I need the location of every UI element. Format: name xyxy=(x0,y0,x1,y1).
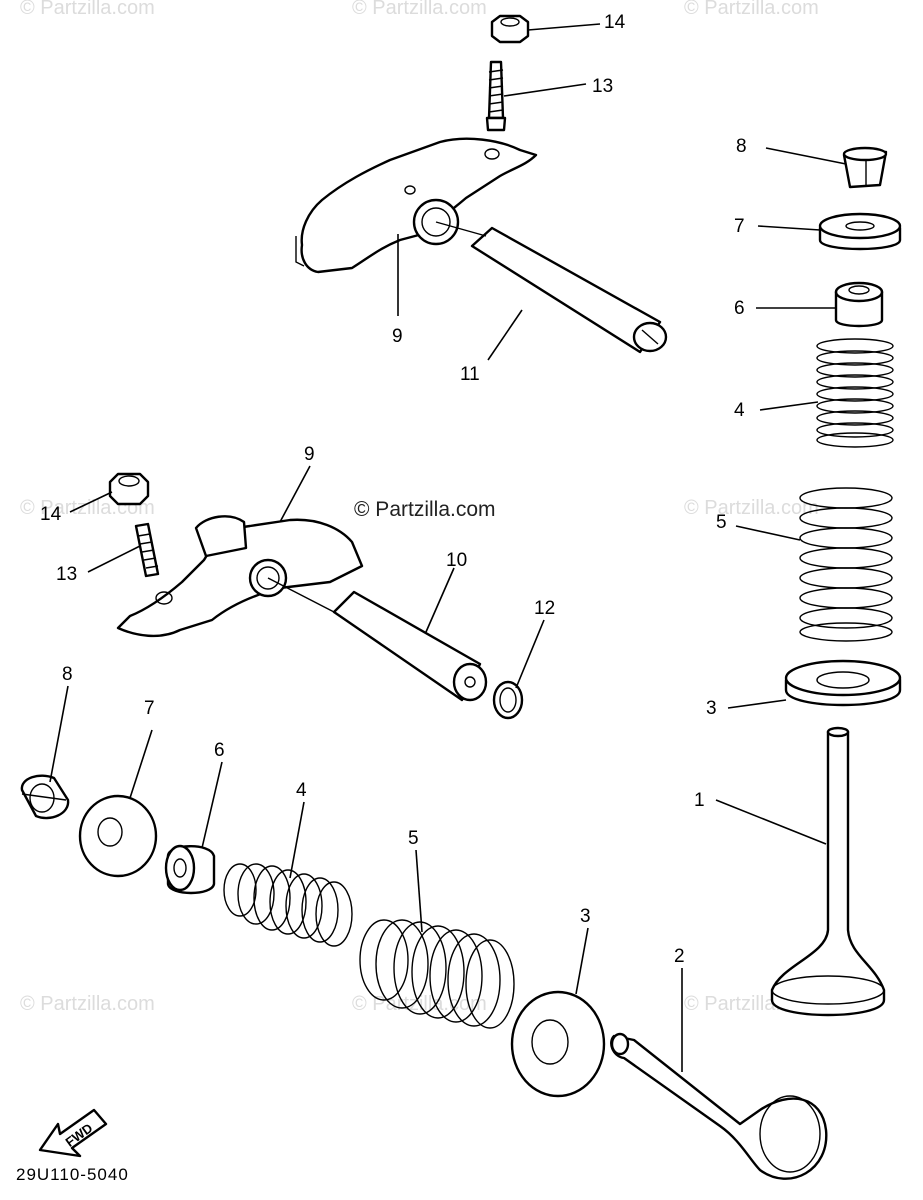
watermark: © Partzilla.com xyxy=(684,0,819,19)
callout-12: 12 xyxy=(534,598,555,619)
fwd-arrow-icon: FWD xyxy=(38,1108,108,1158)
valve-stem-seal-6-top[interactable] xyxy=(834,281,884,328)
callout-3: 3 xyxy=(706,698,717,719)
callout-14: 14 xyxy=(604,12,626,33)
inner-valve-spring-4-top[interactable] xyxy=(816,338,894,448)
spring-seat-3-bottom[interactable] xyxy=(510,990,606,1098)
outer-valve-spring-5-bottom[interactable] xyxy=(359,919,515,1029)
rocker-shaft-11[interactable] xyxy=(435,221,668,354)
callout-6: 6 xyxy=(734,298,745,319)
diagram-code: 29U110-5040 xyxy=(16,1165,129,1184)
callout-8: 8 xyxy=(736,136,747,157)
o-ring-12[interactable] xyxy=(492,680,524,720)
inner-valve-spring-4-bottom[interactable] xyxy=(223,863,353,947)
callout-13: 13 xyxy=(592,76,613,97)
callout-13: 13 xyxy=(56,564,77,585)
callout-3: 3 xyxy=(580,906,591,927)
adjuster-screw-13-middle[interactable] xyxy=(134,522,160,578)
nut-14-middle[interactable] xyxy=(108,472,150,506)
center-watermark: © Partzilla.com xyxy=(354,498,496,521)
adjuster-screw-13-top[interactable] xyxy=(485,60,507,132)
valve-cotter-8-bottom[interactable] xyxy=(20,774,70,820)
watermark: © Partzilla.com xyxy=(20,0,155,19)
valve-1-intake[interactable] xyxy=(770,726,886,1017)
callout-10: 10 xyxy=(446,550,467,571)
valve-2-exhaust[interactable] xyxy=(610,1032,828,1180)
callout-7: 7 xyxy=(144,698,155,719)
spring-retainer-7-top[interactable] xyxy=(818,212,902,251)
leader-lines xyxy=(49,23,847,1072)
watermark: © Partzilla.com xyxy=(684,497,819,519)
watermark: © Partzilla.com xyxy=(352,0,487,19)
outer-valve-spring-5-top[interactable] xyxy=(799,487,893,642)
callout-4: 4 xyxy=(296,780,307,801)
watermark: © Partzilla.com xyxy=(20,993,155,1015)
callout-labels: 14 13 9 11 8 7 6 4 5 3 1 9 14 13 10 12 8… xyxy=(40,12,747,967)
callout-5: 5 xyxy=(716,512,727,533)
valve-stem-seal-6-bottom[interactable] xyxy=(164,844,216,895)
callout-9: 9 xyxy=(304,444,315,465)
callout-11: 11 xyxy=(460,364,480,385)
callout-14: 14 xyxy=(40,504,62,525)
valve-cotter-8-top[interactable] xyxy=(842,146,888,189)
spring-retainer-7-bottom[interactable] xyxy=(78,794,158,878)
callout-9: 9 xyxy=(392,326,403,347)
callout-5: 5 xyxy=(408,828,419,849)
nut-14-top[interactable] xyxy=(490,14,530,44)
rocker-arm-9-middle[interactable] xyxy=(116,515,364,638)
callout-2: 2 xyxy=(674,946,685,967)
callout-4: 4 xyxy=(734,400,745,421)
rocker-arm-9-top[interactable] xyxy=(295,137,538,274)
callout-6: 6 xyxy=(214,740,225,761)
callout-1: 1 xyxy=(694,790,705,811)
spring-seat-3-top[interactable] xyxy=(784,659,902,707)
callout-7: 7 xyxy=(734,216,745,237)
rocker-shaft-10[interactable] xyxy=(267,577,488,702)
callout-8: 8 xyxy=(62,664,73,685)
